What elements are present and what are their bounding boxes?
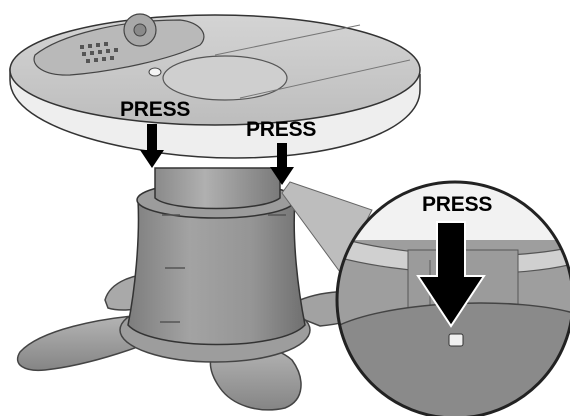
- release-tab: [448, 333, 464, 347]
- tabletop-center-disc: [162, 55, 288, 101]
- control-panel: [33, 19, 205, 76]
- zoom-detail: [337, 182, 570, 416]
- tabletop: [9, 13, 421, 159]
- speaker-grille: [80, 42, 118, 63]
- press-arrow-icon: [140, 124, 164, 168]
- zoom-arrow-icon: [416, 221, 486, 328]
- press-label-right: PRESS: [246, 118, 316, 141]
- zoom-frame: [335, 180, 570, 416]
- press-arrow-icon: [270, 143, 294, 185]
- pedestal: [127, 167, 306, 346]
- press-label-zoom: PRESS: [422, 193, 492, 216]
- press-label-left: PRESS: [120, 98, 190, 121]
